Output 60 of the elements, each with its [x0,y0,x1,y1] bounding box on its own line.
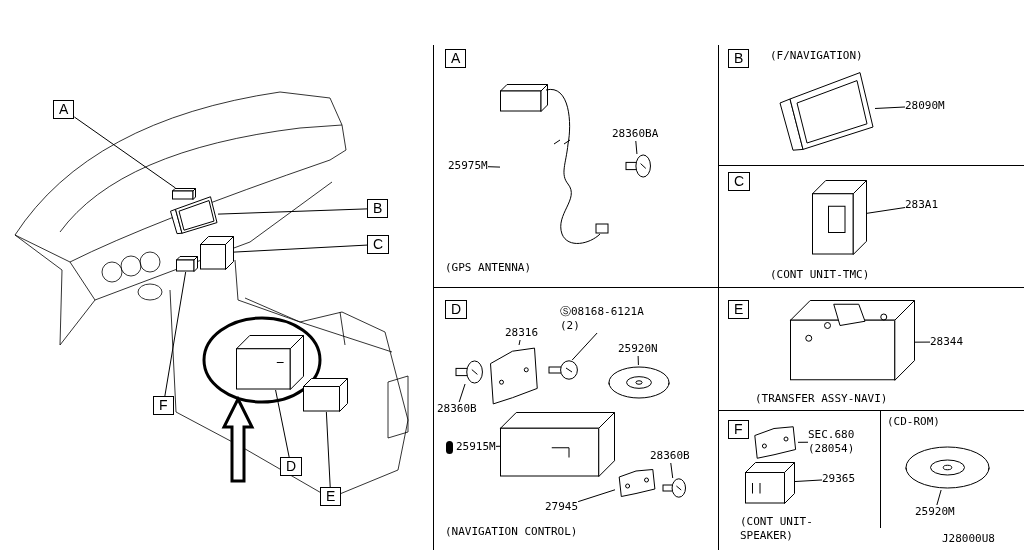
leader-line [866,207,906,214]
panel-caption: (CD-ROM) [887,415,940,429]
leader-line [487,166,501,168]
leader-line [637,355,639,366]
panel-letter: E [728,300,750,319]
leader-line [518,339,521,346]
leader-line [794,479,823,483]
leader-line [797,441,809,443]
leader-line [914,341,931,343]
box-symbol [200,236,234,270]
leader-line [670,462,674,479]
bolt-drawing [662,478,686,498]
leader-line [577,489,616,503]
callout-letter: B [367,199,389,218]
callout-letter: A [53,100,75,119]
bolt-drawing [455,360,483,384]
leader-line [495,445,501,447]
disc-drawing [608,365,670,400]
leader-line [874,106,906,109]
panel-caption: (NAVIGATION CONTROL) [445,525,578,539]
panel-letter: F [728,420,749,439]
display-drawing [168,196,218,234]
leader-line [635,140,638,155]
navigation-unit-drawing [236,335,304,390]
panel-caption: (CONT UNIT-TMC) [770,268,870,282]
parts-panel [880,410,1024,528]
leader-line [217,208,368,215]
leader-line [73,116,176,189]
bolt-drawing [625,154,651,178]
panel-caption: (F/NAVIGATION) [770,49,863,63]
panel-caption: (CONT UNIT- SPEAKER) [740,515,814,543]
leader-line [458,383,466,403]
leader-line [325,411,331,488]
leader-line [164,271,187,397]
panel-caption: (GPS ANTENNA) [445,261,532,275]
parts-panel [433,287,718,550]
panel-letter: D [445,300,468,319]
screw-drawing [548,360,578,380]
leader-line [233,244,368,253]
panel-letter: B [728,49,750,68]
callout-letter: C [367,235,390,254]
panel-letter: C [728,172,751,191]
navigation-unit-drawing [500,412,615,477]
panel-caption: (TRANSFER ASSY-NAVI) [755,392,888,406]
control-unit-drawing [812,180,867,255]
box-symbol [176,256,198,272]
callout-letter: D [280,457,303,476]
disc-drawing [905,445,990,490]
callout-letter: F [153,396,174,415]
leader-line [936,489,942,506]
speaker-unit-drawing [745,462,795,504]
box-symbol [303,378,348,412]
callout-letter: E [320,487,342,506]
box-symbol [172,188,196,200]
leader-line [571,332,598,361]
parts-panel [718,165,1024,287]
leader-line [275,389,290,458]
panel-letter: A [445,49,467,68]
parts-panel [718,287,1024,410]
parts-panel [718,410,880,550]
